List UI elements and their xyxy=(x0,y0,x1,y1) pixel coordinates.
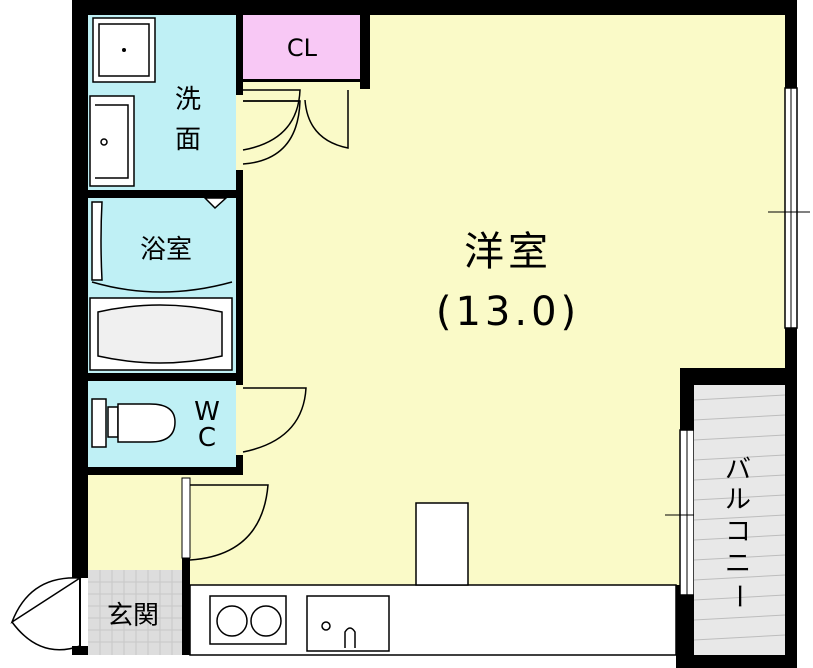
burner-right xyxy=(250,605,282,637)
bathroom-label: 浴室 xyxy=(140,235,192,265)
washroom-label-1: 洗 xyxy=(175,85,201,115)
kitchen-sink xyxy=(306,595,390,652)
entrance-tile-grid xyxy=(88,570,182,655)
toilet-label-w: W xyxy=(194,397,220,427)
closet xyxy=(243,15,360,79)
front-door-swing xyxy=(10,577,83,624)
toilet-tank-top xyxy=(107,406,119,438)
washroom-label-2: 面 xyxy=(175,125,201,155)
bath-door-marker xyxy=(203,197,228,210)
wall-wet-room-upper xyxy=(236,15,243,95)
balcony-label: バ ル コ ニ ー xyxy=(723,455,753,609)
toilet-door xyxy=(242,387,307,453)
balcony xyxy=(694,385,785,655)
closet-door-right xyxy=(304,90,349,149)
wall-bath-toilet xyxy=(88,373,236,381)
closet-door-left xyxy=(242,89,301,151)
bath-vanity xyxy=(91,201,103,281)
balcony-char: バ xyxy=(725,455,751,485)
closet-label: CL xyxy=(287,34,318,62)
balcony-char: ル xyxy=(725,485,751,515)
balcony-char: ー xyxy=(723,583,753,609)
closet-wall-bottom xyxy=(243,79,360,82)
entrance-hall xyxy=(88,475,188,570)
bathtub-inner xyxy=(97,304,223,364)
hall-door xyxy=(189,484,269,561)
wall-entrance-side xyxy=(182,555,190,585)
balcony-char: ニ xyxy=(725,549,751,579)
sink-faucet xyxy=(344,627,356,648)
balcony-hatch xyxy=(693,394,786,641)
wall-wet-room-mid xyxy=(236,170,243,385)
balcony-rail xyxy=(785,368,797,668)
wall-toilet-hall xyxy=(88,467,236,475)
toilet-bowl xyxy=(117,403,176,443)
wall-wash-bath xyxy=(88,190,236,198)
hall-door-frame xyxy=(181,477,191,559)
toilet-label-c: C xyxy=(198,423,216,453)
closet-wall-right xyxy=(360,15,370,89)
vanity-drain xyxy=(100,138,108,146)
washer-drain xyxy=(122,48,126,52)
toilet-tank xyxy=(91,398,107,448)
western-room-size: (13.0) xyxy=(436,289,580,335)
washer-pan-inner xyxy=(98,23,150,77)
burner-left xyxy=(216,605,248,637)
wall-wet-room-low xyxy=(236,455,243,475)
vanity-basin xyxy=(95,104,129,179)
western-room-label: 洋室 xyxy=(464,229,552,275)
sink-drain xyxy=(321,621,331,631)
entrance-label: 玄関 xyxy=(107,601,159,631)
refrigerator-space xyxy=(415,502,469,586)
front-door-arc xyxy=(11,621,81,651)
bath-floor-curve xyxy=(91,281,233,293)
western-room xyxy=(88,15,785,585)
stove xyxy=(209,595,287,645)
entrance xyxy=(88,570,182,655)
vanity xyxy=(89,95,135,187)
washroom-door xyxy=(242,100,301,165)
balcony-char: コ xyxy=(725,517,751,547)
